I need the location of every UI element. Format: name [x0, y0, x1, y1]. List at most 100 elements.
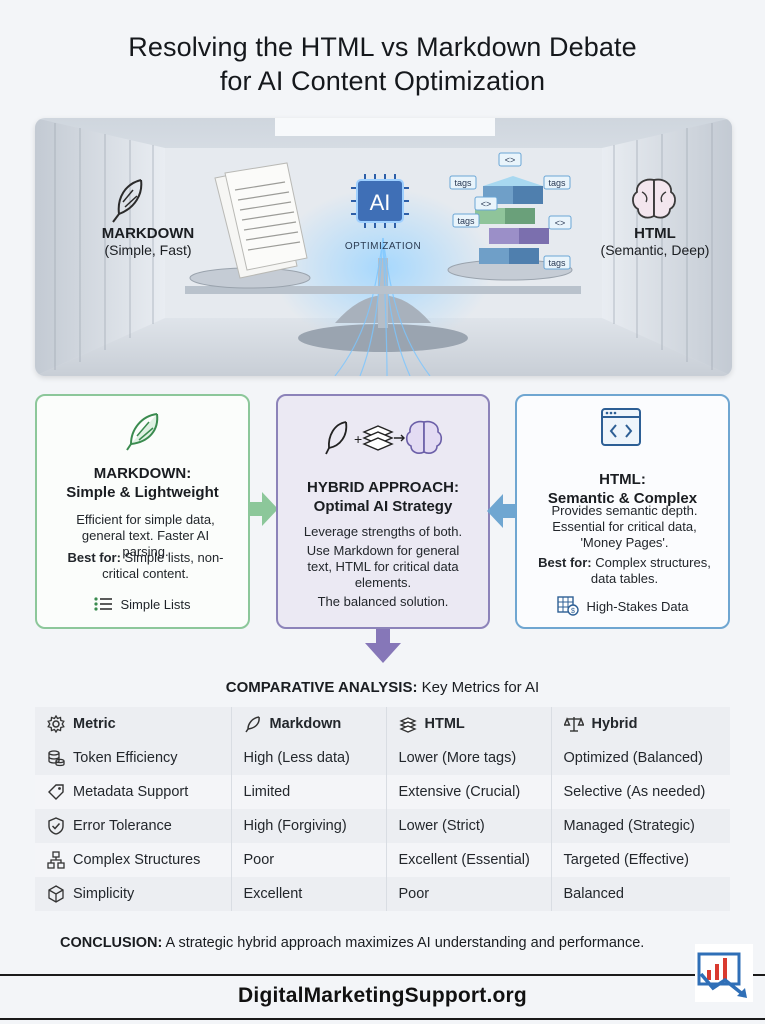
optimization-label: OPTIMIZATION: [344, 241, 422, 252]
markdown-cell: Excellent: [231, 877, 387, 911]
brand-logo-icon: [695, 944, 753, 1002]
cube-icon: [48, 885, 64, 903]
hybrid-cell: Targeted (Effective): [563, 852, 689, 868]
header-metric: Metric: [35, 707, 232, 741]
metric-cell: Token Efficiency: [35, 741, 232, 775]
header-hybrid: Hybrid: [551, 707, 730, 741]
html-card-desc: Provides semantic depth. Essential for c…: [551, 503, 698, 550]
markdown-card-footer: Simple Lists: [37, 596, 248, 612]
metric-cell: Error Tolerance: [35, 809, 232, 843]
markdown-cell: High (Forgiving): [231, 809, 387, 843]
arrow-left-icon: [487, 494, 515, 528]
hybrid-card-p3: The balanced solution.: [317, 594, 449, 609]
hybrid-card-p2: Use Markdown for general text, HTML for …: [306, 543, 460, 590]
table-header-row: Metric Markdown HTML Hybrid: [35, 707, 730, 741]
hero-markdown-label: MARKDOWN (Simple, Fast): [83, 225, 213, 258]
html-card-best: Best for: Complex structures, data table…: [538, 555, 711, 586]
table-row: Complex Structures Poor Excellent (Essen…: [35, 843, 730, 877]
html-blocks: [475, 176, 549, 264]
feather-icon: [325, 421, 348, 455]
svg-text:<>: <>: [481, 199, 492, 209]
hybrid-icons: +: [325, 420, 443, 455]
svg-text:tags: tags: [548, 178, 566, 188]
code-window-icon: [601, 408, 641, 446]
hybrid-cell: Optimized (Balanced): [551, 741, 730, 775]
hero-markdown-title: MARKDOWN: [101, 225, 195, 242]
svg-text:tags: tags: [454, 178, 472, 188]
markdown-card-best: Best for: Simple lists, non-critical con…: [67, 550, 224, 581]
table-row: Metadata Support Limited Extensive (Cruc…: [35, 775, 730, 809]
tag-chips: <> tags tags <> tags <> tags: [449, 152, 572, 270]
hero-html-title: HTML: [634, 225, 676, 242]
svg-text:tags: tags: [457, 216, 475, 226]
html-cell: Lower (More tags): [386, 741, 552, 775]
feather-icon: [126, 413, 159, 451]
conclusion: CONCLUSION: A strategic hybrid approach …: [60, 935, 645, 951]
markdown-card-title: MARKDOWN: Simple & Lightweight: [66, 465, 219, 501]
data-table-icon: $: [556, 596, 579, 616]
html-cell: Excellent (Essential): [386, 843, 552, 877]
gear-icon: [47, 715, 65, 733]
html-card-title: HTML: Semantic & Complex: [547, 471, 698, 507]
footer-site-name: DigitalMarketingSupport.org: [238, 984, 527, 1007]
feather-icon: [244, 716, 260, 733]
hero-html-sub: (Semantic, Deep): [600, 242, 710, 258]
layers-icon: [398, 717, 417, 733]
tag-icon: [48, 784, 64, 800]
hero-markdown-sub: (Simple, Fast): [104, 242, 192, 258]
svg-text:<>: <>: [555, 218, 566, 228]
svg-text:+: +: [354, 431, 362, 447]
title-line-2: for AI Content Optimization: [219, 66, 546, 96]
list-icon: [94, 597, 113, 611]
markdown-card: MARKDOWN: Simple & Lightweight Efficient…: [35, 394, 250, 629]
right-server-racks: [602, 118, 732, 376]
header-html: HTML: [386, 707, 552, 741]
layers-icon: [362, 425, 394, 451]
svg-text:$: $: [571, 608, 575, 615]
table-row: Token Efficiency High (Less data) Lower …: [35, 741, 730, 775]
footer-divider-bottom: [0, 1018, 765, 1020]
html-card: HTML: Semantic & Complex Provides semant…: [515, 394, 730, 629]
markdown-cell: Poor: [231, 843, 387, 877]
html-cell: Poor: [386, 877, 552, 911]
table-row: Error Tolerance High (Forgiving) Lower (…: [35, 809, 730, 843]
table-row: Simplicity Excellent Poor Balanced: [35, 877, 730, 911]
metric-cell: Metadata Support: [35, 775, 232, 809]
network-icon: [47, 851, 65, 869]
metric-cell: Simplicity: [35, 877, 232, 911]
footer-divider: [0, 974, 765, 976]
hybrid-card-title: HYBRID APPROACH: Optimal AI Strategy: [307, 479, 459, 515]
hero-html-label: HTML (Semantic, Deep): [590, 225, 720, 258]
markdown-cell: High (Less data): [231, 741, 387, 775]
paper-documents: [214, 162, 308, 279]
metric-cell: Complex Structures: [35, 843, 232, 877]
metrics-table: Metric Markdown HTML Hybrid: [35, 707, 730, 911]
brain-icon: [632, 178, 676, 219]
svg-text:<>: <>: [505, 155, 516, 165]
hybrid-card-p1: Leverage strengths of both.: [303, 524, 463, 539]
ai-chip-icon: AI: [351, 174, 409, 228]
html-cell: Extensive (Crucial): [386, 775, 552, 809]
title-line-1: Resolving the HTML vs Markdown Debate: [128, 32, 637, 62]
markdown-cell: Limited: [231, 775, 387, 809]
brain-icon: [405, 420, 443, 454]
analysis-title: COMPARATIVE ANALYSIS: Key Metrics for AI: [225, 679, 540, 696]
coins-icon: [48, 750, 65, 767]
balance-scale-icon: [563, 717, 584, 732]
arrow-right-icon: [250, 492, 278, 526]
hybrid-cell: Balanced: [551, 877, 730, 911]
hybrid-card: + HYBRID APPROACH: Optimal AI Strategy L…: [276, 394, 490, 629]
hero-scene: <> tags tags <> tags <> tags AI: [35, 118, 732, 376]
hybrid-cell: Selective (As needed): [563, 784, 706, 800]
html-cell: Lower (Strict): [386, 809, 552, 843]
feather-icon: [112, 179, 143, 223]
svg-text:tags: tags: [548, 258, 566, 268]
header-markdown: Markdown: [231, 707, 387, 741]
page-title: Resolving the HTML vs Markdown Debate fo…: [0, 30, 765, 98]
shield-check-icon: [48, 817, 64, 835]
html-card-footer: $ High-Stakes Data: [517, 596, 728, 616]
hybrid-cell: Managed (Strategic): [551, 809, 730, 843]
hero-illustration: <> tags tags <> tags <> tags AI: [35, 118, 732, 376]
markdown-card-desc: Efficient for simple data, general text.…: [76, 512, 215, 559]
svg-text:AI: AI: [370, 190, 391, 215]
